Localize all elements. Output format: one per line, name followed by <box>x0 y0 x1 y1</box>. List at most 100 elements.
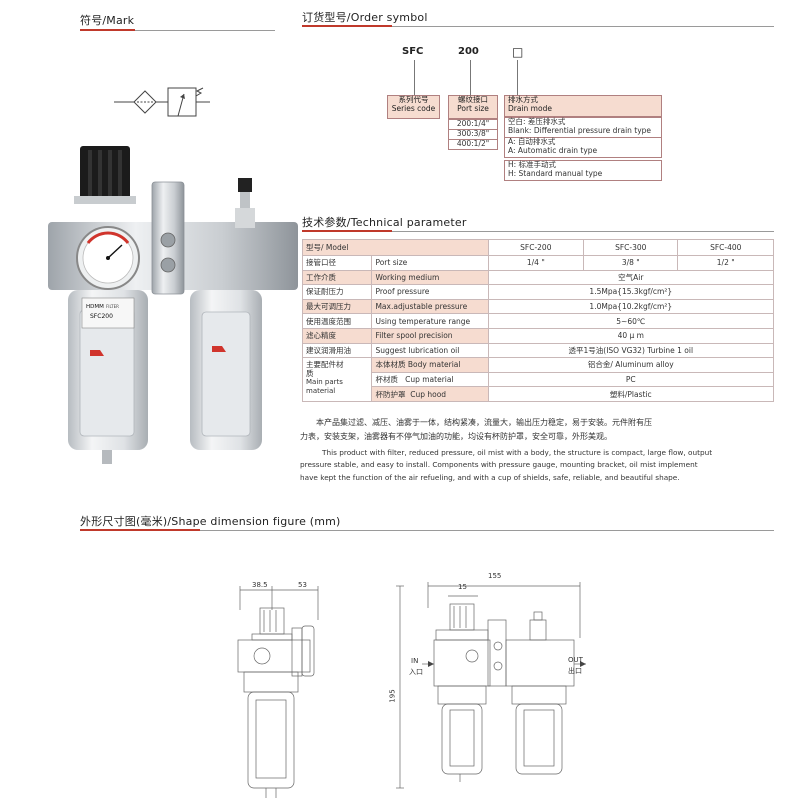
drain-option-blank-cn: 空白: 差压排水式 <box>508 117 566 126</box>
front-view-drawing <box>396 582 586 789</box>
side-view-drawing <box>237 586 319 798</box>
drain-mode-box: 排水方式 Drain mode <box>504 95 662 117</box>
drain-option-a: A: 自动排水式 A: Automatic drain type <box>504 137 662 158</box>
material-group-label: 主要配件材质 Main parts material <box>301 357 373 402</box>
in-label-cn: 入口 <box>409 668 423 676</box>
table-row: 建议润滑用油 Suggest lubrication oil 透平1号油(ISO… <box>301 342 775 359</box>
drain-mode-en: Drain mode <box>508 103 552 113</box>
table-row: 接管口径 Port size 1/4 " 3/8 " 1/2 " <box>301 255 774 271</box>
description-en-line1: This product with filter, reduced pressu… <box>322 448 713 457</box>
row-label-en: Port size <box>371 255 489 271</box>
material-value-cn: 塑料 <box>609 389 625 399</box>
row-label-cn: 接管口径 <box>301 255 373 271</box>
row-label-en: Using temperature range <box>371 313 489 329</box>
material-label-cn: 杯防护罩 <box>375 389 406 399</box>
material-label: 杯防护罩 Cup hood <box>371 386 489 402</box>
description-en: This product with filter, reduced pressu… <box>300 447 780 484</box>
port-size-200: 1/4 " <box>487 255 585 271</box>
mark-rule-accent <box>80 29 135 31</box>
connector-drain <box>517 60 518 96</box>
port-size-en: Port size <box>457 103 489 113</box>
header-model: 型号/ Model <box>302 239 489 256</box>
shape-title: 外形尺寸图(毫米)/Shape dimension figure (mm) <box>80 515 341 528</box>
row-value: 透平1号油(ISO VG32) Turbine 1 oil <box>487 342 775 359</box>
header-sfc-300: SFC-300 <box>583 239 679 256</box>
dim-38-5: 38.5 <box>252 581 268 589</box>
dim-155: 155 <box>488 572 502 580</box>
description-en-line3: have kept the function of the air refuel… <box>300 472 680 482</box>
product-model-label: SFC200 <box>90 313 113 320</box>
row-value: 空气Air <box>487 269 775 286</box>
out-label-cn: 出口 <box>568 667 582 675</box>
row-label-cn: 最大可调压力 <box>301 298 373 315</box>
material-value-cn: PC <box>625 375 636 385</box>
drain-option-blank: 空白: 差压排水式 Blank: Differential pressure d… <box>504 117 662 138</box>
material-value-cn: 铝合金 <box>587 360 611 370</box>
drain-option-a-en: A: Automatic drain type <box>508 145 598 155</box>
port-option-400: 400:1/2" <box>448 139 498 150</box>
order-code-drain: □ <box>512 45 524 59</box>
table-row: 主要配件材质 Main parts material 本体材质 Body mat… <box>301 357 775 402</box>
table-row: 最大可调压力 Max.adjustable pressure 1.0Mpa{10… <box>301 298 775 315</box>
tech-title: 技术参数/Technical parameter <box>302 216 467 229</box>
series-code-box: 系列代号 Series code <box>387 95 440 119</box>
port-size-cn: 螺纹接口 <box>458 95 488 104</box>
material-label-cn: 本体材质 <box>375 360 406 370</box>
series-code-cn: 系列代号 <box>398 95 429 104</box>
product-photo: HDMM FILTER SFC200 <box>48 146 298 464</box>
material-group-en: Main parts material <box>306 378 343 396</box>
connector-size <box>470 60 471 96</box>
header-sfc-400: SFC-400 <box>677 239 774 256</box>
order-title: 订货型号/Order symbol <box>302 11 428 24</box>
dim-53: 53 <box>298 581 307 589</box>
material-label-en: Cup hood <box>410 389 447 399</box>
material-group-cn: 主要配件材质 <box>306 360 344 379</box>
table-row: 滤心精度 Filter spool precision 40 μ m <box>301 327 775 344</box>
row-label-cn: 滤心精度 <box>301 327 373 344</box>
table-row: 杯材质 Cup material PC <box>303 371 775 388</box>
row-value: 1.0Mpa{10.2kgf/cm²} <box>487 298 775 315</box>
description-en-line2: pressure stable, and easy to install. Co… <box>300 460 698 470</box>
mark-title: 符号/Mark <box>80 14 135 27</box>
order-rule-accent <box>302 25 392 27</box>
material-label-cn: 杯材质 <box>375 375 398 385</box>
row-label-en: Filter spool precision <box>371 327 489 344</box>
table-row: 杯防护罩 Cup hood 塑料/Plastic <box>303 386 775 402</box>
connector-series <box>414 60 415 96</box>
table-row: 保证耐压力 Proof pressure 1.5Mpa{15.3kgf/cm²} <box>301 284 775 300</box>
dim-15: 15 <box>458 583 467 591</box>
material-label-en: Cup material <box>405 375 454 385</box>
shape-rule <box>80 530 774 531</box>
material-value-en: / Aluminum alloy <box>610 360 674 370</box>
tech-table: 型号/ Model SFC-200 SFC-300 SFC-400 接管口径 P… <box>301 239 775 402</box>
drain-option-a-cn: A: 自动排水式 <box>508 137 556 146</box>
drain-option-h-en: H: Standard manual type <box>508 168 603 178</box>
description-cn-line2: 力表，安装支架，油雾器有不停气加油的功能，均设有杯防护罩，安全可靠，外形美观。 <box>300 432 612 441</box>
header-sfc-200: SFC-200 <box>487 239 585 256</box>
tech-rule <box>302 231 774 232</box>
dim-195: 195 <box>388 689 397 703</box>
row-label-en: Suggest lubrication oil <box>371 342 489 359</box>
row-label-en: Working medium <box>371 269 489 286</box>
material-value: 塑料/Plastic <box>487 386 775 402</box>
table-row: 工作介质 Working medium 空气Air <box>301 269 775 286</box>
material-label: 杯材质 Cup material <box>371 371 489 388</box>
order-code-size: 200 <box>458 46 479 57</box>
product-brand: HDMM <box>86 304 104 310</box>
port-size-box: 螺纹接口 Port size <box>448 95 498 119</box>
port-size-400: 1/2 " <box>677 255 774 271</box>
row-label-cn: 使用温度范围 <box>301 313 373 329</box>
out-label: OUT <box>568 656 583 664</box>
material-label: 本体材质 Body material <box>371 357 489 373</box>
product-small-text: FILTER <box>106 304 119 309</box>
material-label-en: Body material <box>407 360 461 370</box>
material-value: 铝合金/ Aluminum alloy <box>487 357 775 373</box>
row-value: 40 μ m <box>487 327 775 344</box>
order-code-series: SFC <box>402 46 424 57</box>
mark-rule <box>80 30 275 31</box>
row-label-cn: 建议润滑用油 <box>301 342 373 359</box>
drain-option-blank-en: Blank: Differential pressure drain type <box>508 125 652 135</box>
table-row: 使用温度范围 Using temperature range 5~60℃ <box>301 313 775 329</box>
order-rule <box>302 26 774 27</box>
shape-rule-accent <box>80 529 200 531</box>
